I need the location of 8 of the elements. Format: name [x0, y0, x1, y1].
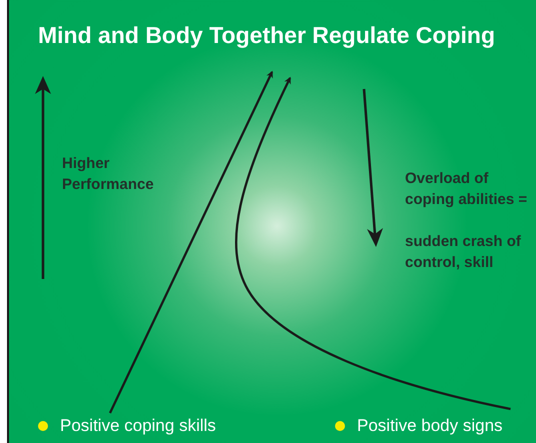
arrow — [108, 70, 274, 414]
label: Higher Performance — [62, 154, 155, 195]
bullet-text: Positive coping skills — [60, 416, 216, 436]
arrow — [235, 76, 511, 410]
title: Mind and Body Together Regulate Coping — [38, 22, 496, 49]
label: Overload of coping abilities = — [405, 169, 528, 210]
bullet-text: Positive body signs — [357, 416, 503, 436]
label: sudden crash of control, skill — [405, 232, 522, 273]
